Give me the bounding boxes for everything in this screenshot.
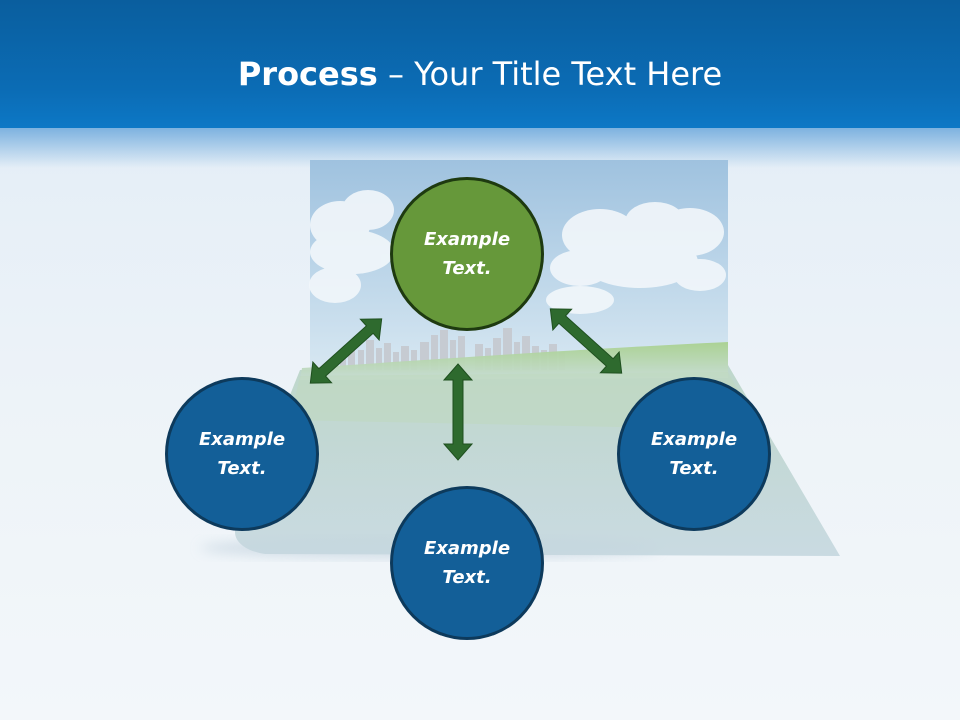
- node-line1: Example: [423, 538, 511, 559]
- slide-title: Process – Your Title Text Here: [0, 52, 960, 96]
- node-line2: Text.: [669, 458, 719, 479]
- node-line2: Text.: [442, 567, 492, 588]
- node-text: Example Text.: [199, 425, 285, 483]
- node-line2: Text.: [442, 258, 492, 279]
- arrow-vertical: [442, 363, 474, 461]
- node-line2: Text.: [217, 458, 267, 479]
- node-line1: Example: [423, 229, 511, 250]
- title-bar: [0, 0, 960, 128]
- node-text: Example Text.: [424, 534, 510, 592]
- node-text: Example Text.: [424, 225, 510, 283]
- process-node-right[interactable]: Example Text.: [617, 377, 771, 531]
- node-text: Example Text.: [651, 425, 737, 483]
- title-bold: Process: [237, 55, 378, 93]
- connector-arrows: [309, 308, 623, 461]
- process-node-left[interactable]: Example Text.: [165, 377, 319, 531]
- node-line1: Example: [198, 429, 286, 450]
- arrow-top-left: [309, 318, 383, 384]
- title-rest: – Your Title Text Here: [377, 55, 723, 93]
- city-skyline: [340, 328, 565, 370]
- clouds: [309, 190, 726, 314]
- arrow-top-right: [549, 308, 623, 374]
- node-line1: Example: [650, 429, 738, 450]
- process-node-top[interactable]: Example Text.: [390, 177, 544, 331]
- process-node-bottom[interactable]: Example Text.: [390, 486, 544, 640]
